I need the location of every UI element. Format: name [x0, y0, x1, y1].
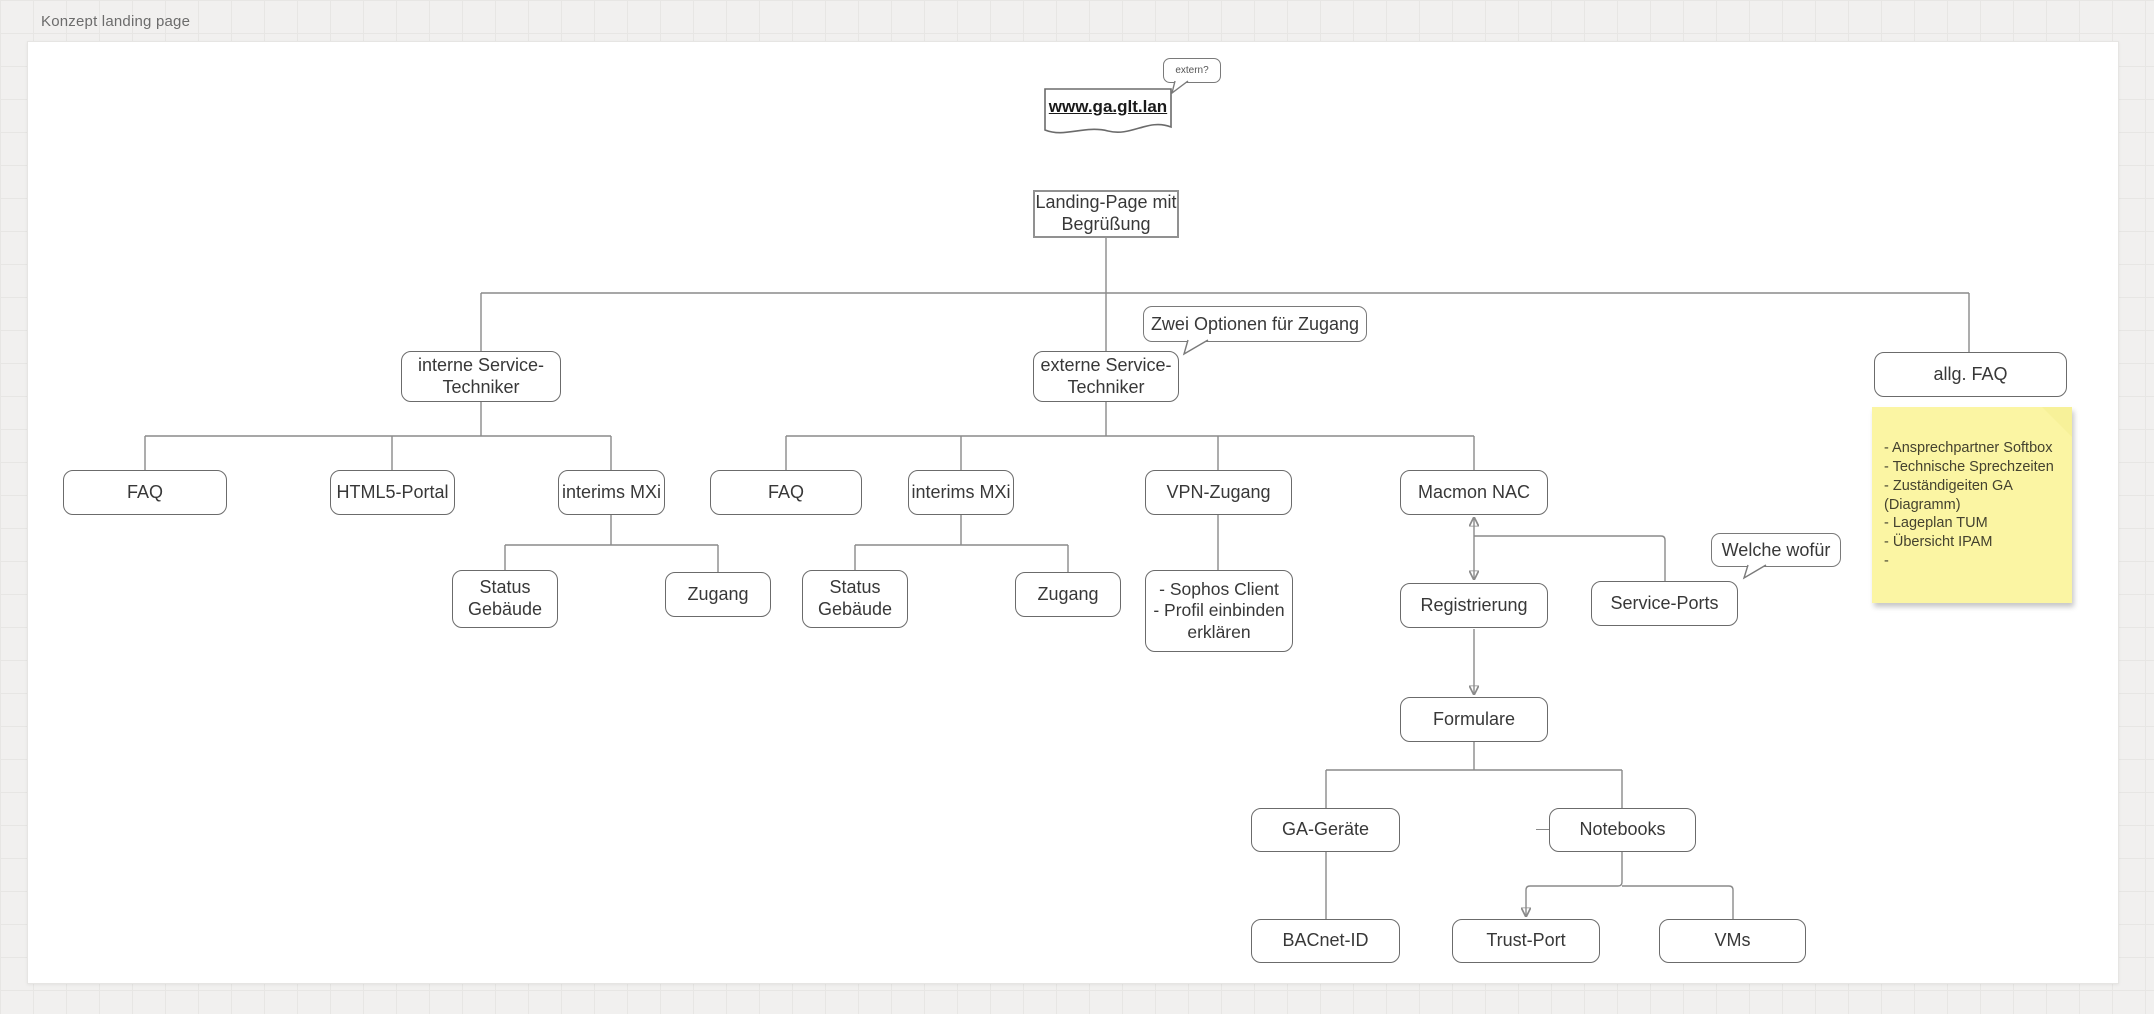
node-faq-intern[interactable]: FAQ: [63, 470, 227, 515]
callout-extern[interactable]: extern?: [1163, 58, 1221, 95]
node-interne-service-techniker[interactable]: interne Service- Techniker: [401, 351, 561, 402]
notebooks-left-stub: [1536, 829, 1549, 831]
node-notebooks[interactable]: Notebooks: [1549, 808, 1696, 852]
node-externe-service-techniker[interactable]: externe Service- Techniker: [1033, 351, 1179, 402]
note-fold-corner-icon: [2042, 407, 2072, 437]
callout-zwei-optionen-label: Zwei Optionen für Zugang: [1150, 313, 1360, 334]
node-url-document[interactable]: www.ga.glt.lan: [1044, 88, 1172, 138]
node-macmon-nac[interactable]: Macmon NAC: [1400, 470, 1548, 515]
callout-zwei-optionen[interactable]: Zwei Optionen für Zugang: [1143, 306, 1367, 356]
page-title: Konzept landing page: [41, 13, 191, 30]
callout-extern-label: extern?: [1175, 65, 1209, 76]
node-registrierung[interactable]: Registrierung: [1400, 583, 1548, 628]
node-landing-page[interactable]: Landing-Page mit Begrüßung: [1033, 190, 1179, 238]
node-ga-geraete[interactable]: GA-Geräte: [1251, 808, 1400, 852]
node-allg-faq[interactable]: allg. FAQ: [1874, 352, 2067, 397]
node-vpn-details[interactable]: - Sophos Client - Profil einbinden erklä…: [1145, 570, 1293, 652]
node-status-gebaeude-intern[interactable]: Status Gebäude: [452, 570, 558, 628]
node-interims-mxi-extern[interactable]: interims MXi: [908, 470, 1014, 515]
node-formulare[interactable]: Formulare: [1400, 697, 1548, 742]
node-zugang-intern[interactable]: Zugang: [665, 572, 771, 617]
node-service-ports[interactable]: Service-Ports: [1591, 581, 1738, 626]
callout-welche-wofuer-label: Welche wofür: [1721, 539, 1831, 560]
node-trust-port[interactable]: Trust-Port: [1452, 919, 1600, 963]
node-zugang-extern[interactable]: Zugang: [1015, 572, 1121, 617]
callout-welche-wofuer[interactable]: Welche wofür: [1711, 533, 1841, 580]
callout-tail-icon: [1742, 564, 1767, 580]
sticky-note[interactable]: - Ansprechpartner Softbox - Technische S…: [1872, 407, 2072, 603]
node-faq-extern[interactable]: FAQ: [710, 470, 862, 515]
node-bacnet-id[interactable]: BACnet-ID: [1251, 919, 1400, 963]
node-vpn-zugang[interactable]: VPN-Zugang: [1145, 470, 1292, 515]
node-vms[interactable]: VMs: [1659, 919, 1806, 963]
node-html5-portal[interactable]: HTML5-Portal: [330, 470, 455, 515]
url-label: www.ga.glt.lan: [1048, 97, 1168, 116]
document-shape-icon: [1044, 88, 1172, 134]
callout-tail-icon: [1170, 80, 1189, 95]
note-text: - Ansprechpartner Softbox - Technische S…: [1884, 440, 2054, 570]
node-interims-mxi-intern[interactable]: interims MXi: [558, 470, 665, 515]
node-status-gebaeude-extern[interactable]: Status Gebäude: [802, 570, 908, 628]
callout-tail-icon: [1182, 339, 1209, 356]
